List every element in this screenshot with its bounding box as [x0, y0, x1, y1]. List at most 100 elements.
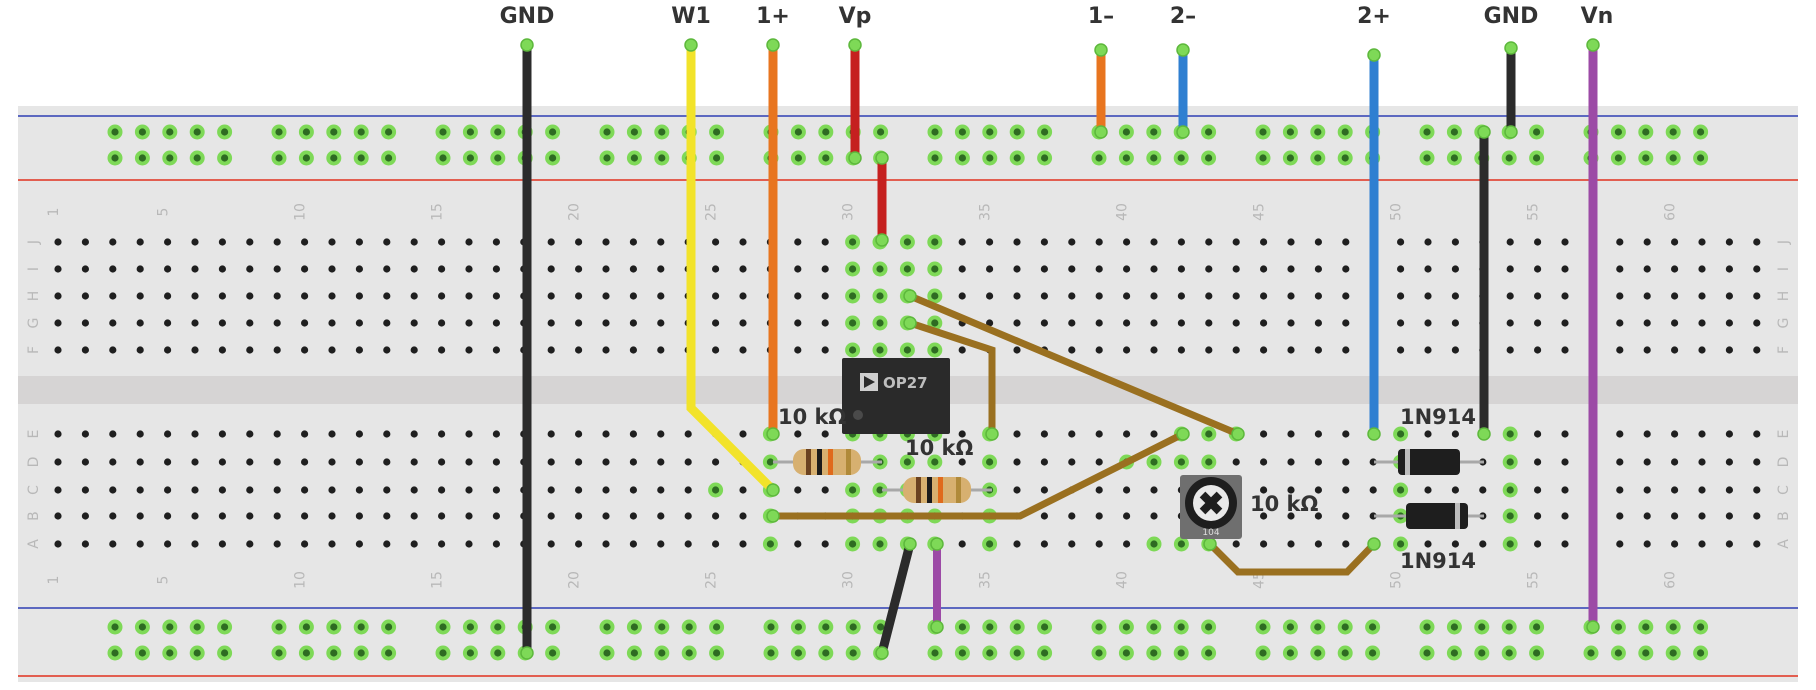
terminal-hole — [1314, 238, 1322, 246]
terminal-hole — [712, 292, 720, 300]
terminal-hole — [657, 486, 665, 494]
terminal-hole — [1287, 486, 1295, 494]
terminal-hole — [191, 486, 199, 494]
rail-hole — [822, 128, 830, 136]
rail-hole — [1669, 649, 1677, 657]
terminal-hole — [1123, 292, 1131, 300]
potentiometer: 104 — [1180, 475, 1242, 539]
rail-hole — [931, 649, 939, 657]
wire-end-cap — [1477, 125, 1491, 139]
rail-hole — [466, 649, 474, 657]
resistor-2-band-4 — [956, 477, 961, 503]
terminal-hole — [958, 458, 966, 466]
terminal-hole — [1698, 346, 1706, 354]
terminal-hole — [191, 430, 199, 438]
terminal-hole — [191, 346, 199, 354]
wire-end-cap — [1176, 427, 1190, 441]
terminal-hole — [1287, 292, 1295, 300]
rail-hole — [193, 649, 201, 657]
terminal-hole — [1314, 292, 1322, 300]
rail-hole — [877, 623, 885, 631]
terminal-hole — [136, 430, 144, 438]
terminal-hole — [547, 319, 555, 327]
terminal-hole — [1534, 486, 1542, 494]
terminal-hole — [81, 265, 89, 273]
wire-label-vn: Vn — [1581, 4, 1614, 29]
wire-end-cap — [903, 289, 917, 303]
terminal-hole — [1561, 238, 1569, 246]
rail-hole — [1697, 128, 1705, 136]
rail-hole — [1478, 649, 1486, 657]
terminal-hole — [958, 292, 966, 300]
rail-hole — [1450, 649, 1458, 657]
diode-1-label: 1N914 — [1400, 405, 1476, 429]
rail-hole — [1177, 154, 1185, 162]
terminal-hole — [1424, 346, 1432, 354]
terminal-hole — [218, 292, 226, 300]
rail-hole — [794, 154, 803, 162]
terminal-hole — [136, 512, 144, 520]
terminal-hole — [1232, 458, 1240, 466]
rail-hole — [1259, 128, 1267, 136]
terminal-hole — [1260, 238, 1268, 246]
terminal-hole — [191, 238, 199, 246]
terminal-hole — [1205, 458, 1213, 466]
rail-hole — [1642, 154, 1650, 162]
terminal-hole — [355, 265, 363, 273]
rail-hole — [822, 154, 830, 162]
terminal-hole — [1424, 238, 1432, 246]
rail-hole — [822, 623, 830, 631]
terminal-hole — [1095, 238, 1103, 246]
terminal-hole — [1095, 512, 1103, 520]
terminal-hole — [1342, 458, 1350, 466]
terminal-hole — [492, 292, 500, 300]
terminal-hole — [931, 292, 939, 300]
wire-label-one-plus: 1+ — [756, 4, 790, 29]
rail-hole — [166, 623, 174, 631]
rail-hole — [931, 128, 939, 136]
terminal-hole — [301, 540, 309, 548]
wire-end-cap — [1367, 427, 1381, 441]
terminal-hole — [1643, 430, 1651, 438]
terminal-hole — [739, 238, 747, 246]
terminal-hole — [1150, 346, 1158, 354]
terminal-hole — [492, 430, 500, 438]
terminal-hole — [1616, 486, 1624, 494]
column-number: 35 — [978, 203, 994, 221]
rail-hole — [658, 649, 666, 657]
rail-hole — [549, 649, 557, 657]
terminal-hole — [1534, 430, 1542, 438]
rail-hole — [630, 649, 639, 657]
terminal-hole — [684, 430, 692, 438]
terminal-hole — [958, 238, 966, 246]
wire-end-cap — [1094, 125, 1108, 139]
terminal-hole — [1506, 430, 1514, 438]
terminal-hole — [1205, 238, 1213, 246]
rail-hole — [111, 623, 119, 631]
terminal-hole — [1725, 512, 1733, 520]
wire-end-cap — [848, 151, 862, 165]
wire-label-two-plus: 2+ — [1357, 4, 1391, 29]
resistor-1-label: 10 kΩ — [778, 405, 847, 429]
rail-hole — [330, 649, 338, 657]
terminal-hole — [438, 292, 446, 300]
terminal-hole — [657, 292, 665, 300]
column-number: 5 — [156, 208, 172, 217]
terminal-hole — [1150, 319, 1158, 327]
terminal-hole — [876, 265, 884, 273]
terminal-hole — [712, 238, 720, 246]
terminal-hole — [1342, 238, 1350, 246]
terminal-hole — [301, 430, 309, 438]
terminal-hole — [657, 319, 665, 327]
terminal-hole — [684, 486, 692, 494]
terminal-hole — [136, 238, 144, 246]
rail-hole — [1095, 649, 1103, 657]
wire-end-cap — [766, 483, 780, 497]
terminal-hole — [328, 458, 336, 466]
terminal-hole — [849, 292, 857, 300]
terminal-hole — [1671, 458, 1679, 466]
pot-marking: 104 — [1202, 528, 1219, 538]
rail-hole — [1450, 623, 1458, 631]
terminal-hole — [1013, 430, 1021, 438]
